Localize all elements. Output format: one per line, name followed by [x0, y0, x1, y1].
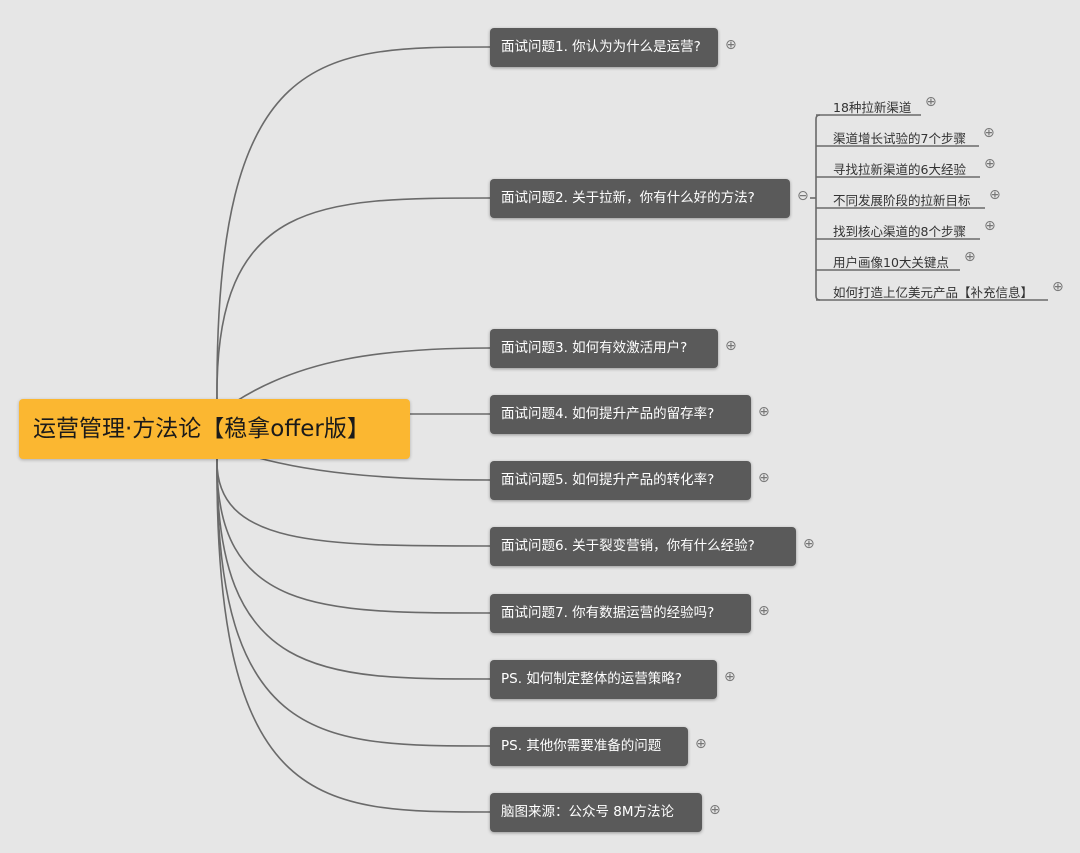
topic-node[interactable]: 面试问题1. 你认为为什么是运营? — [490, 28, 718, 67]
subtopic-item[interactable]: 寻找拉新渠道的6大经验 — [833, 162, 966, 177]
branch-line — [254, 456, 491, 481]
topic-node[interactable]: 面试问题7. 你有数据运营的经验吗? — [490, 594, 751, 633]
branch-line — [216, 458, 491, 747]
expand-icon[interactable]: ⊕ — [1052, 279, 1064, 295]
expand-icon[interactable]: ⊕ — [984, 218, 996, 234]
branch-line — [216, 458, 491, 614]
subtopic-item[interactable]: 如何打造上亿美元产品【补充信息】 — [833, 285, 1034, 300]
branch-line — [216, 458, 491, 813]
expand-icon[interactable]: ⊕ — [984, 156, 996, 172]
expand-icon[interactable]: ⊕ — [758, 404, 770, 420]
branch-line — [216, 46, 491, 400]
expand-icon[interactable]: ⊕ — [758, 603, 770, 619]
expand-icon[interactable]: ⊕ — [725, 37, 737, 53]
branch-line — [216, 458, 491, 547]
topic-node[interactable]: 脑图来源：公众号 8M方法论 — [490, 793, 702, 832]
expand-icon[interactable]: ⊕ — [989, 187, 1001, 203]
subtopic-item[interactable]: 不同发展阶段的拉新目标 — [833, 193, 971, 208]
subtopic-item[interactable]: 找到核心渠道的8个步骤 — [833, 224, 966, 239]
topic-node[interactable]: 面试问题2. 关于拉新，你有什么好的方法? — [490, 179, 790, 218]
topic-node[interactable]: PS. 如何制定整体的运营策略? — [490, 660, 717, 699]
branch-line — [216, 458, 491, 680]
expand-icon[interactable]: ⊕ — [709, 802, 721, 818]
topic-node[interactable]: 面试问题3. 如何有效激活用户? — [490, 329, 718, 368]
expand-icon[interactable]: ⊕ — [695, 736, 707, 752]
expand-icon[interactable]: ⊕ — [803, 536, 815, 552]
branch-line — [234, 347, 491, 403]
branch-line — [216, 197, 491, 400]
topic-node[interactable]: 面试问题6. 关于裂变营销，你有什么经验? — [490, 527, 796, 566]
expand-icon[interactable]: ⊕ — [983, 125, 995, 141]
topic-node[interactable]: 面试问题5. 如何提升产品的转化率? — [490, 461, 751, 500]
root-topic[interactable]: 运营管理·方法论【稳拿offer版】 — [19, 399, 410, 459]
collapse-icon[interactable]: ⊖ — [797, 188, 809, 204]
topic-node[interactable]: 面试问题4. 如何提升产品的留存率? — [490, 395, 751, 434]
subtopic-item[interactable]: 18种拉新渠道 — [833, 100, 912, 115]
expand-icon[interactable]: ⊕ — [724, 669, 736, 685]
expand-icon[interactable]: ⊕ — [964, 249, 976, 265]
subtopic-item[interactable]: 用户画像10大关键点 — [833, 255, 949, 270]
subtopic-item[interactable]: 渠道增长试验的7个步骤 — [833, 131, 966, 146]
expand-icon[interactable]: ⊕ — [725, 338, 737, 354]
expand-icon[interactable]: ⊕ — [758, 470, 770, 486]
topic-node[interactable]: PS. 其他你需要准备的问题 — [490, 727, 688, 766]
expand-icon[interactable]: ⊕ — [925, 94, 937, 110]
